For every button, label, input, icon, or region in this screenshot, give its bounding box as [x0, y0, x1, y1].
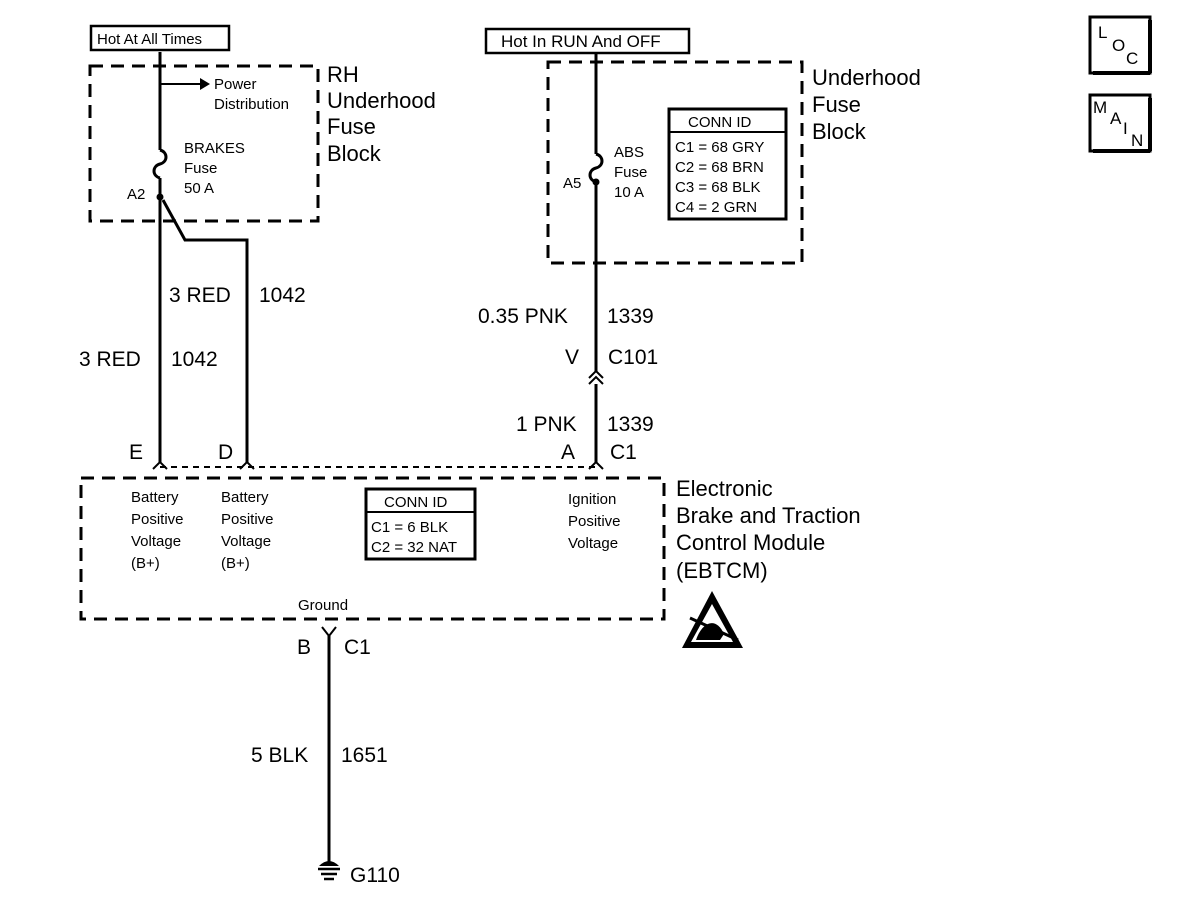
red-wire-circuits: 3 RED 1042 3 RED 1042	[79, 197, 306, 462]
svg-text:50 A: 50 A	[184, 180, 214, 197]
pin-e-description: Battery Positive Voltage (B+)	[131, 489, 184, 572]
pin-d-description: Battery Positive Voltage (B+)	[221, 489, 274, 572]
svg-text:Positive: Positive	[568, 513, 621, 530]
svg-text:Battery: Battery	[131, 489, 179, 506]
svg-text:Voltage: Voltage	[221, 533, 271, 550]
main-button[interactable]: M A I N	[1088, 93, 1152, 153]
esd-warning-icon	[682, 591, 743, 648]
svg-text:C101: C101	[608, 346, 658, 369]
svg-text:(EBTCM): (EBTCM)	[676, 558, 768, 583]
svg-text:C2 = 32 NAT: C2 = 32 NAT	[371, 539, 457, 556]
c101-connector: V C101	[565, 346, 658, 385]
svg-text:1339: 1339	[607, 305, 654, 328]
svg-text:Hot In RUN And OFF: Hot In RUN And OFF	[501, 32, 661, 51]
hot-in-run-and-off-label: Hot In RUN And OFF	[484, 27, 691, 55]
svg-text:Positive: Positive	[221, 511, 274, 528]
rh-underhood-fuse-block: RH Underhood Fuse Block Power Distributi…	[88, 52, 436, 223]
svg-text:Underhood: Underhood	[327, 88, 436, 113]
svg-text:Block: Block	[812, 119, 867, 144]
svg-text:Voltage: Voltage	[131, 533, 181, 550]
svg-text:A2: A2	[127, 186, 145, 203]
ebtcm-connector-c1-top: E D A C1	[129, 441, 637, 470]
svg-text:1651: 1651	[341, 744, 388, 767]
svg-text:C4 = 2 GRN: C4 = 2 GRN	[675, 199, 757, 216]
svg-text:Voltage: Voltage	[568, 535, 618, 552]
svg-text:Positive: Positive	[131, 511, 184, 528]
svg-text:(B+): (B+)	[221, 555, 250, 572]
svg-text:Brake and Traction: Brake and Traction	[676, 503, 861, 528]
svg-text:3 RED: 3 RED	[79, 348, 141, 371]
ignition-description: Ignition Positive Voltage	[568, 491, 621, 552]
svg-text:Battery: Battery	[221, 489, 269, 506]
svg-text:Fuse: Fuse	[327, 114, 376, 139]
svg-text:C1 = 6 BLK: C1 = 6 BLK	[371, 519, 448, 536]
svg-text:CONN ID: CONN ID	[384, 494, 448, 511]
arrow-right-icon	[200, 78, 210, 90]
hot-at-all-times-label: Hot At All Times	[89, 24, 231, 52]
svg-text:G110: G110	[350, 864, 400, 887]
svg-text:1339: 1339	[607, 413, 654, 436]
svg-text:Control Module: Control Module	[676, 530, 825, 555]
svg-text:V: V	[565, 346, 579, 369]
svg-text:3 RED: 3 RED	[169, 284, 231, 307]
svg-text:C1: C1	[610, 441, 637, 464]
svg-text:5 BLK: 5 BLK	[251, 744, 308, 767]
svg-text:ABS: ABS	[614, 144, 644, 161]
svg-text:O: O	[1112, 36, 1125, 55]
loc-button[interactable]: L O C	[1088, 15, 1152, 75]
svg-text:Block: Block	[327, 141, 382, 166]
svg-text:C1 = 68 GRY: C1 = 68 GRY	[675, 139, 764, 156]
svg-text:M: M	[1093, 98, 1107, 117]
svg-text:Electronic: Electronic	[676, 476, 773, 501]
ebtcm-module: Electronic Brake and Traction Control Mo…	[79, 476, 861, 621]
svg-text:C3 = 68 BLK: C3 = 68 BLK	[675, 179, 760, 196]
svg-text:A5: A5	[563, 175, 581, 192]
ebtcm-conn-id-table: CONN ID C1 = 6 BLK C2 = 32 NAT	[364, 487, 477, 561]
svg-text:E: E	[129, 441, 143, 464]
svg-text:10 A: 10 A	[614, 184, 644, 201]
svg-text:I: I	[1123, 119, 1128, 138]
svg-text:L: L	[1098, 23, 1107, 42]
svg-text:Ground: Ground	[298, 597, 348, 614]
fuse-symbol-icon	[588, 152, 604, 184]
svg-text:C: C	[1126, 49, 1138, 68]
ebtcm-connector-c1-bottom: B C1	[297, 626, 371, 659]
svg-text:Fuse: Fuse	[184, 160, 217, 177]
svg-text:A: A	[1110, 109, 1122, 128]
svg-text:Fuse: Fuse	[614, 164, 647, 181]
svg-text:BRAKES: BRAKES	[184, 140, 245, 157]
svg-text:Hot At All Times: Hot At All Times	[97, 31, 202, 48]
fuse-symbol-icon	[152, 148, 168, 180]
svg-text:Power: Power	[214, 76, 257, 93]
svg-text:RH: RH	[327, 62, 359, 87]
svg-text:1 PNK: 1 PNK	[516, 413, 577, 436]
underhood-conn-id-table: CONN ID C1 = 68 GRY C2 = 68 BRN C3 = 68 …	[667, 107, 788, 221]
svg-text:A: A	[561, 441, 575, 464]
ground-symbol-icon	[318, 861, 340, 881]
svg-text:C2 = 68 BRN: C2 = 68 BRN	[675, 159, 764, 176]
svg-text:Fuse: Fuse	[812, 92, 861, 117]
ground-circuit: B C1 5 BLK 1651 G110	[251, 626, 400, 887]
svg-text:B: B	[297, 636, 311, 659]
svg-text:C1: C1	[344, 636, 371, 659]
pnk-wire-circuit: 0.35 PNK 1339 V C101 1 PNK 1339	[478, 182, 658, 462]
svg-text:Ignition: Ignition	[568, 491, 616, 508]
svg-text:D: D	[218, 441, 233, 464]
svg-text:N: N	[1131, 131, 1143, 150]
svg-text:1042: 1042	[171, 348, 218, 371]
svg-text:Underhood: Underhood	[812, 65, 921, 90]
svg-text:Distribution: Distribution	[214, 96, 289, 113]
underhood-fuse-block: Underhood Fuse Block A5 ABS Fuse 10 A CO…	[546, 53, 921, 265]
svg-text:1042: 1042	[259, 284, 306, 307]
svg-text:0.35 PNK: 0.35 PNK	[478, 305, 568, 328]
svg-text:(B+): (B+)	[131, 555, 160, 572]
svg-text:CONN ID: CONN ID	[688, 114, 752, 131]
